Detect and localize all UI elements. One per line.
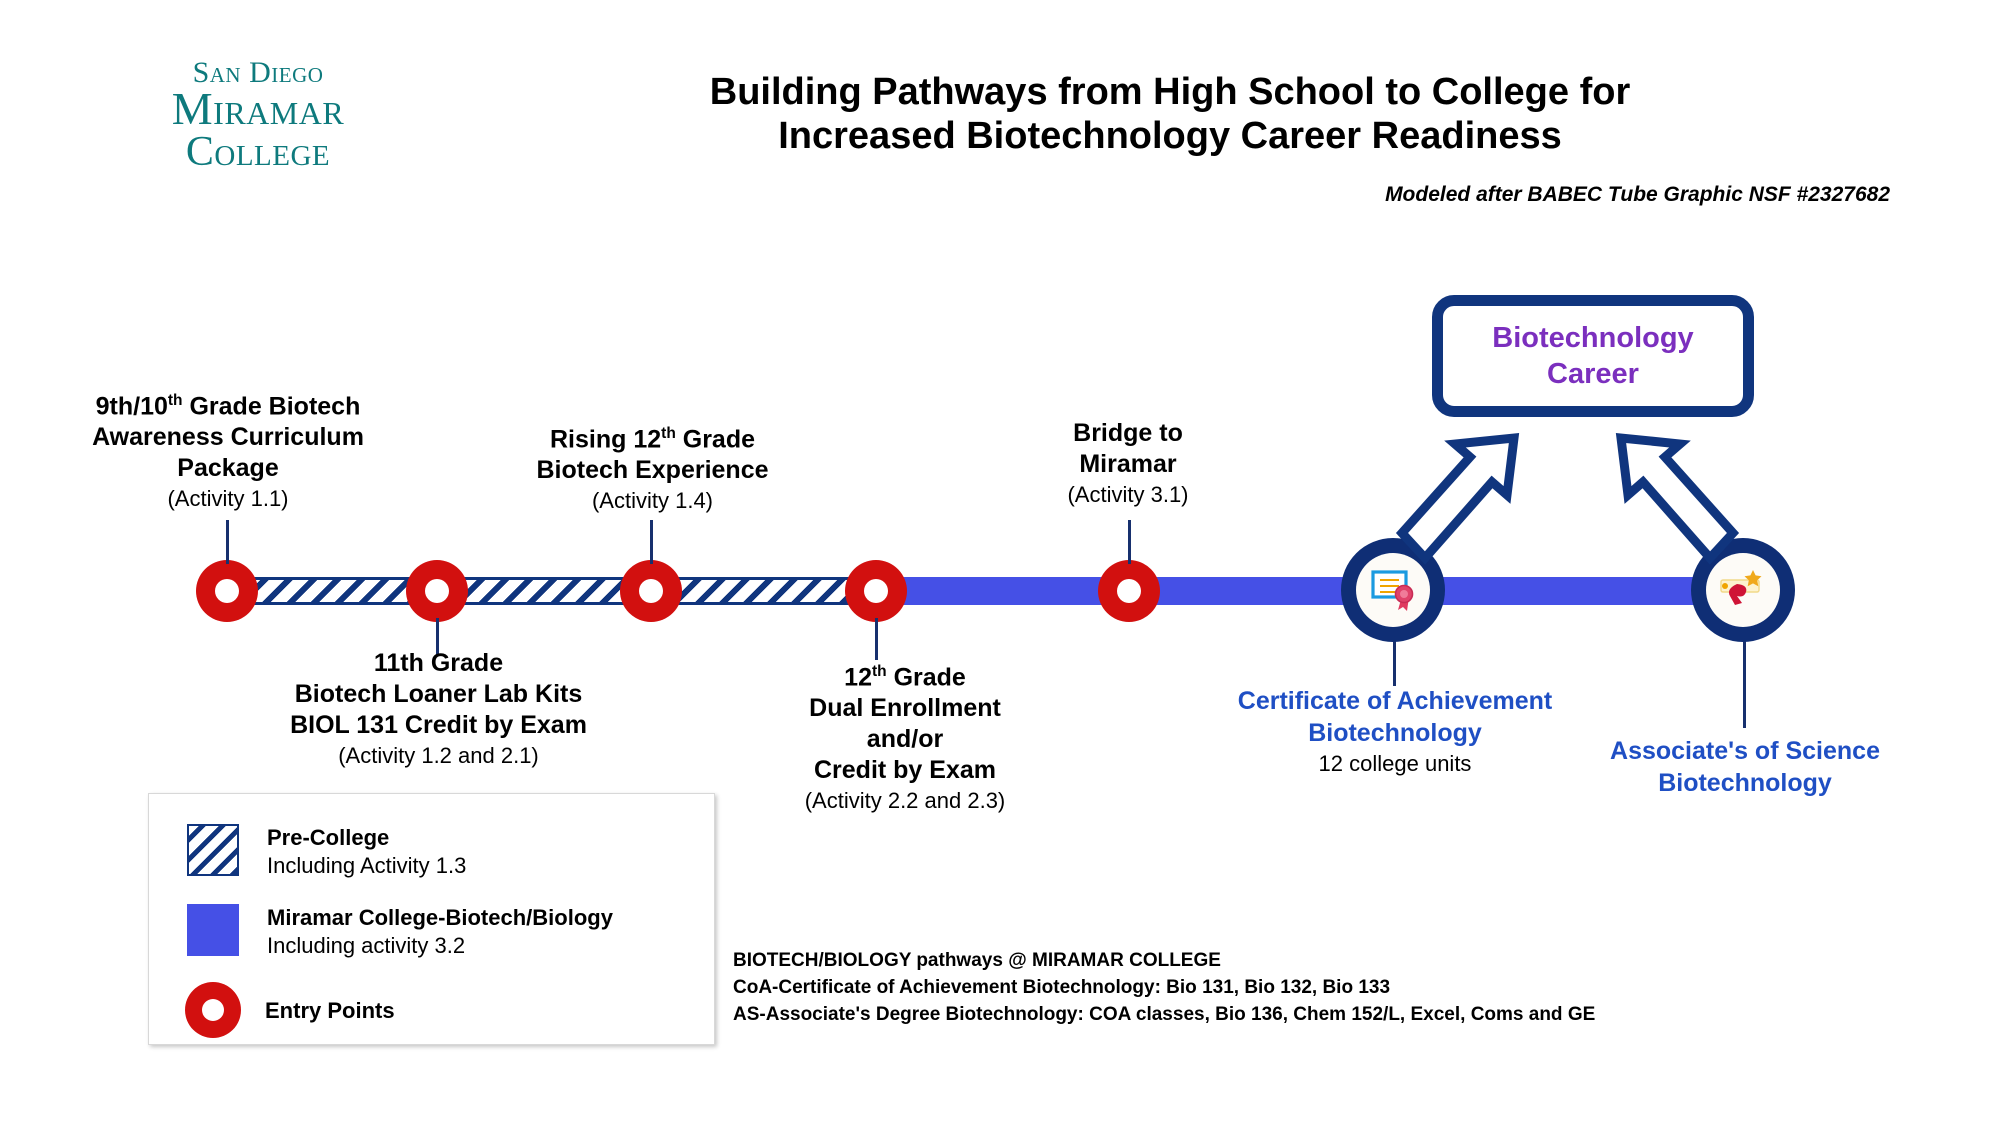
label-grade-12-l1b: Grade: [886, 663, 966, 692]
label-rising-12-l1b: Grade: [675, 425, 755, 454]
leader-line-bridge: [1128, 520, 1131, 564]
label-rising-12-activity: (Activity 1.4): [591, 488, 714, 514]
leader-line-rising-12: [650, 520, 653, 564]
caption-certificate: Certificate of Achievement Biotechnology…: [1200, 685, 1590, 779]
legend-item-entry-points: Entry Points: [185, 982, 395, 1038]
caption-associates-line1: Associate's of Science: [1610, 737, 1880, 765]
arrow-left-icon: [1395, 432, 1520, 565]
label-rising-12: Rising 12th Grade Biotech Experience (Ac…: [515, 418, 790, 516]
legend-item-miramar: Miramar College-Biotech/Biology Includin…: [187, 904, 613, 961]
label-grade-12-sup: th: [871, 663, 887, 680]
legend-item-pre-college: Pre-College Including Activity 1.3: [187, 824, 466, 881]
title-line-2: Increased Biotechnology Career Readiness: [778, 115, 1562, 157]
legend-item-pre-college-title: Pre-College: [267, 825, 390, 850]
arrow-right-icon: [1615, 432, 1740, 565]
legend-item-miramar-title: Miramar College-Biotech/Biology: [267, 905, 613, 930]
label-grade-12-activity: (Activity 2.2 and 2.3): [804, 788, 1006, 814]
leader-line-grade-12: [875, 618, 878, 660]
label-grade-9-10-line1: 9th/10th Grade Biotech: [48, 385, 408, 422]
red-ring-swatch-icon: [185, 982, 241, 1038]
diploma-icon: [1706, 553, 1780, 627]
label-grade-12-line4: Credit by Exam: [813, 756, 996, 785]
label-rising-12-line2: Biotech Experience: [536, 456, 769, 485]
precollege-track-segment: [222, 577, 872, 605]
label-grade-9-10-activity: (Activity 1.1): [167, 486, 289, 512]
label-bridge-line1: Bridge to: [1073, 419, 1183, 447]
label-grade-11-activity: (Activity 1.2 and 2.1): [338, 743, 539, 768]
career-line-2: Career: [1547, 358, 1639, 390]
label-rising-12-l1a: Rising 12: [550, 425, 662, 454]
title-line-1: Building Pathways from High School to Co…: [709, 71, 1631, 113]
label-grade-11-line1: 11th Grade: [373, 649, 504, 677]
entry-node-grade-11[interactable]: [406, 560, 468, 622]
label-grade-9-10-l1a: 9th/10: [95, 392, 168, 421]
legend-item-pre-college-subtitle: Including Activity 1.3: [267, 853, 467, 878]
label-bridge-activity: (Activity 3.1): [1067, 482, 1189, 507]
label-grade-9-10-line2: Awareness Curriculum: [92, 423, 364, 452]
biotechnology-career-box[interactable]: Biotechnology Career: [1432, 295, 1754, 417]
label-bridge-line2: Miramar: [1079, 450, 1177, 478]
label-grade-12: 12th Grade Dual Enrollment and/or Credit…: [740, 656, 1070, 816]
logo-line-san-diego: San Diego: [192, 56, 324, 89]
college-track-segment: [872, 577, 1722, 605]
caption-certificate-line1: Certificate of Achievement: [1237, 687, 1553, 715]
leader-line-certificate: [1393, 640, 1396, 686]
label-grade-9-10-line3: Package: [177, 454, 279, 483]
label-grade-12-line1: 12th Grade: [740, 656, 1070, 693]
label-grade-11-line2: Biotech Loaner Lab Kits: [294, 680, 583, 708]
legend-panel: Pre-College Including Activity 1.3 Miram…: [148, 793, 715, 1045]
legend-item-entry-points-title: Entry Points: [265, 997, 395, 1023]
college-logo: San Diego Miramar College: [128, 56, 388, 175]
legend-item-miramar-subtitle: Including activity 3.2: [267, 933, 466, 958]
logo-line-college: College: [185, 129, 331, 175]
arrows-to-career: [1395, 432, 1740, 565]
leader-line-associates: [1743, 640, 1746, 728]
hatched-pattern-swatch-icon: [187, 824, 239, 876]
solid-blue-swatch-icon: [187, 904, 239, 956]
caption-associates: Associate's of Science Biotechnology: [1575, 735, 1915, 799]
logo-line-miramar: Miramar: [171, 83, 345, 134]
label-grade-12-l1a: 12: [844, 663, 872, 692]
label-rising-12-sup: th: [661, 425, 676, 442]
footnote-line-1: BIOTECH/BIOLOGY pathways @ MIRAMAR COLLE…: [733, 950, 1221, 971]
label-grade-9-10: 9th/10th Grade Biotech Awareness Curricu…: [48, 385, 408, 514]
page-subtitle: Modeled after BABEC Tube Graphic NSF #23…: [1385, 183, 1890, 206]
entry-node-rising-12[interactable]: [620, 560, 682, 622]
label-grade-11: 11th Grade Biotech Loaner Lab Kits BIOL …: [256, 648, 621, 771]
certificate-icon: [1356, 553, 1430, 627]
career-line-1: Biotechnology: [1492, 322, 1694, 354]
label-grade-9-10-sup: th: [167, 392, 183, 409]
label-bridge: Bridge to Miramar (Activity 3.1): [1008, 418, 1248, 510]
label-grade-9-10-l1b: Grade Biotech: [182, 392, 361, 421]
page-title: Building Pathways from High School to Co…: [620, 70, 1720, 158]
caption-certificate-note: 12 college units: [1318, 751, 1472, 776]
entry-node-grade-9-10[interactable]: [196, 560, 258, 622]
label-rising-12-line1: Rising 12th Grade: [515, 418, 790, 455]
leader-line-grade-11: [436, 618, 439, 656]
entry-node-bridge[interactable]: [1098, 560, 1160, 622]
label-grade-12-line2: Dual Enrollment: [809, 694, 1001, 723]
footnotes: BIOTECH/BIOLOGY pathways @ MIRAMAR COLLE…: [733, 947, 1853, 1028]
label-grade-11-line3: BIOL 131 Credit by Exam: [290, 711, 587, 739]
entry-node-grade-12[interactable]: [845, 560, 907, 622]
footnote-line-2: CoA-Certificate of Achievement Biotechno…: [733, 977, 1391, 998]
caption-certificate-line2: Biotechnology: [1308, 719, 1482, 747]
label-grade-12-line3: and/or: [866, 725, 944, 754]
caption-associates-line2: Biotechnology: [1658, 769, 1832, 797]
footnote-line-3: AS-Associate's Degree Biotechnology: COA…: [733, 1004, 1596, 1025]
leader-line-grade-9-10: [226, 520, 229, 564]
career-box-text: Biotechnology Career: [1492, 320, 1693, 392]
